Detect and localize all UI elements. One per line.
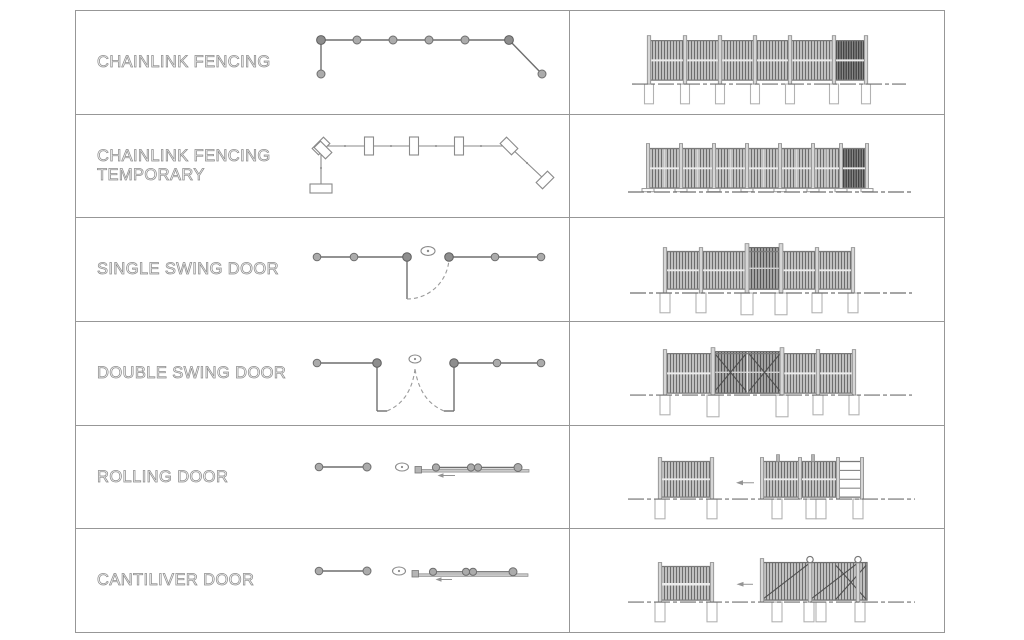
row-label: SINGLE SWING DOOR <box>97 260 279 279</box>
row-label: DOUBLE SWING DOOR <box>97 363 287 382</box>
row-label: CHAINLINK FENCING TEMPORARY <box>97 147 271 185</box>
legend-row-chainlink-fencing: CHAINLINK FENCING <box>76 11 944 115</box>
legend-row-chainlink-fencing-temporary: CHAINLINK FENCING TEMPORARY <box>76 114 944 219</box>
elevation-cell <box>570 426 944 529</box>
label-cell: CANTILIVER DOOR <box>76 529 570 633</box>
elevation-cell <box>570 115 944 218</box>
label-cell: ROLLING DOOR <box>76 425 570 529</box>
elevation-cell <box>570 322 944 425</box>
cantiliver-door-plan-icon <box>314 566 529 582</box>
double-swing-door-elevation-icon <box>630 347 912 418</box>
elevation-cell <box>570 218 944 321</box>
chainlink-fencing-elevation-icon <box>632 35 906 105</box>
label-cell: DOUBLE SWING DOOR <box>76 322 570 425</box>
chainlink-fencing-plan-icon <box>316 35 547 79</box>
chainlink-fencing-temporary-plan-icon <box>309 136 555 194</box>
legend-table: CHAINLINK FENCING <box>75 10 945 633</box>
rolling-door-plan-icon <box>314 462 530 478</box>
elevation-cell <box>570 11 944 114</box>
row-label: ROLLING DOOR <box>97 467 229 486</box>
rolling-door-elevation-icon <box>628 453 915 520</box>
cantiliver-door-elevation-icon <box>628 556 915 623</box>
row-label: CANTILIVER DOOR <box>97 571 255 590</box>
legend-row-single-swing-door: SINGLE SWING DOOR <box>76 218 944 323</box>
single-swing-door-elevation-icon <box>630 243 912 316</box>
elevation-cell <box>570 529 944 632</box>
legend-row-rolling-door: ROLLING DOOR <box>76 425 944 530</box>
single-swing-door-plan-icon <box>312 245 546 300</box>
label-cell: CHAINLINK FENCING TEMPORARY <box>76 114 570 218</box>
row-label: CHAINLINK FENCING <box>97 52 271 71</box>
label-cell: SINGLE SWING DOOR <box>76 218 570 322</box>
legend-row-cantiliver-door: CANTILIVER DOOR <box>76 529 944 633</box>
legend-row-double-swing-door: DOUBLE SWING DOOR <box>76 322 944 426</box>
double-swing-door-plan-icon <box>312 354 546 413</box>
chainlink-fencing-temporary-elevation-icon <box>628 142 912 193</box>
label-cell: CHAINLINK FENCING <box>76 11 570 114</box>
